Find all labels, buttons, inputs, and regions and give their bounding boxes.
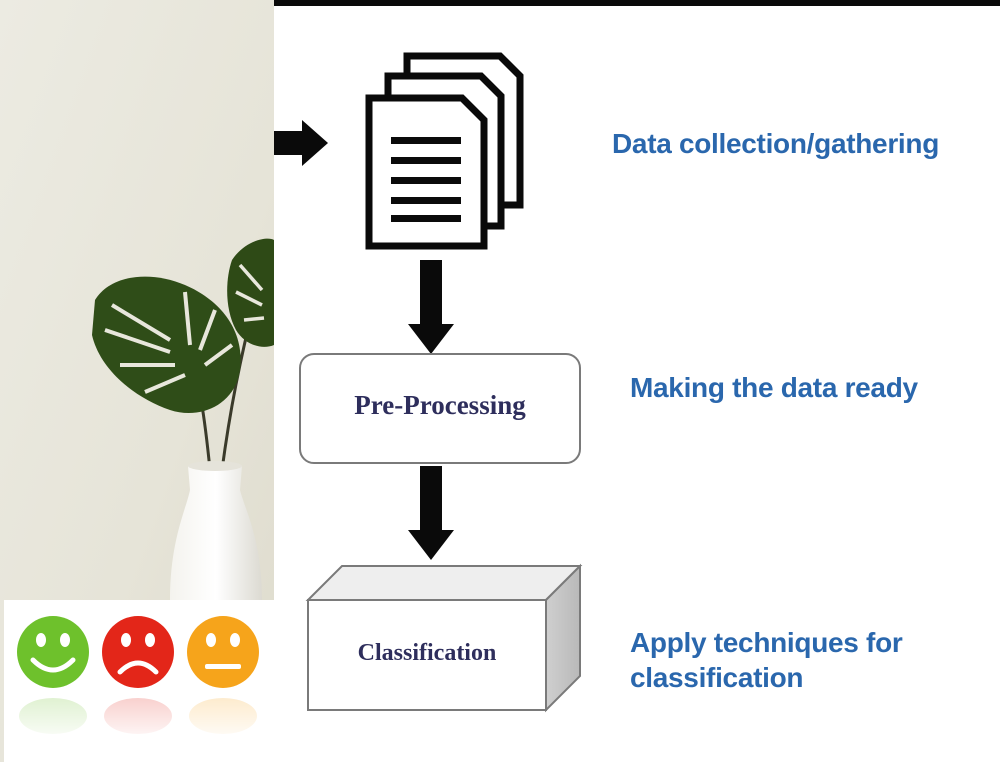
- arrow-down-icon: [408, 260, 454, 354]
- arrow-right-icon: [274, 120, 328, 166]
- slide-top-border: [274, 0, 1000, 6]
- step-description-classification-line1: Apply techniques for: [630, 627, 903, 658]
- preprocessing-box: [299, 353, 581, 464]
- step-description-preprocessing: Making the data ready: [630, 372, 918, 403]
- emoji-panel: [4, 600, 274, 762]
- monstera-leaf-icon: [92, 276, 241, 414]
- monstera-leaf-icon: [227, 238, 274, 347]
- document-stack-icon: [365, 52, 524, 250]
- preprocessing-label: Pre-Processing: [354, 390, 526, 420]
- classification-box: [305, 563, 583, 713]
- step-description-classification-line2: classification: [630, 662, 804, 693]
- arrow-down-icon: [408, 466, 454, 560]
- classification-label: Classification: [357, 640, 497, 666]
- step-description-collection: Data collection/gathering: [612, 128, 939, 159]
- vase: [170, 461, 262, 620]
